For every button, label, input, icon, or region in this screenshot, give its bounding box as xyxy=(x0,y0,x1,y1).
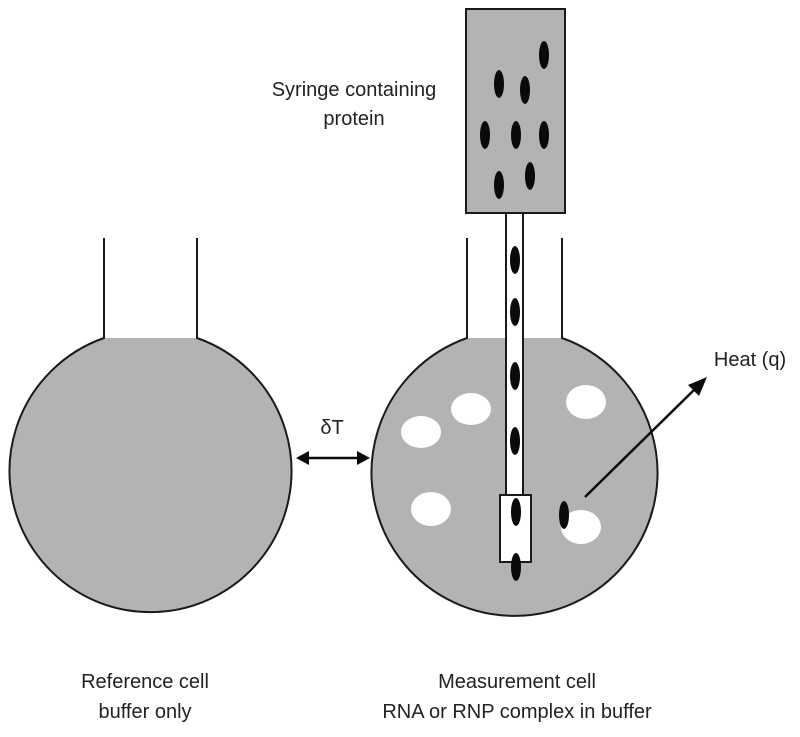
heat-label: Heat (q) xyxy=(714,349,786,371)
protein-molecule xyxy=(510,298,520,326)
bubble xyxy=(401,416,441,448)
syringe xyxy=(465,8,566,581)
protein-molecule xyxy=(525,162,535,190)
delta-t-label: δT xyxy=(320,417,343,439)
protein-molecule xyxy=(510,427,520,455)
bubble xyxy=(566,385,606,419)
bubble xyxy=(561,510,601,544)
syringe-label-line1: Syringe containing xyxy=(272,79,437,101)
protein-molecule xyxy=(510,246,520,274)
protein-molecule xyxy=(511,121,521,149)
reference-cell-label-line2: buffer only xyxy=(98,701,191,723)
delta-t-arrow xyxy=(296,451,370,465)
protein-molecule xyxy=(494,70,504,98)
bound-protein-molecule xyxy=(559,501,569,529)
bubble xyxy=(411,492,451,526)
protein-molecule xyxy=(539,121,549,149)
reference-cell xyxy=(8,238,293,614)
protein-molecule xyxy=(511,553,521,581)
bubble xyxy=(451,393,491,425)
syringe-label-line2: protein xyxy=(323,108,384,130)
measurement-cell-label-line2: RNA or RNP complex in buffer xyxy=(382,701,652,723)
heat-arrow xyxy=(584,377,707,498)
measurement-cell-label-line1: Measurement cell xyxy=(438,671,596,693)
reference-cell-label-line1: Reference cell xyxy=(81,671,209,693)
protein-molecule xyxy=(480,121,490,149)
protein-molecule xyxy=(511,498,521,526)
protein-molecule xyxy=(494,171,504,199)
reference-cell-outline xyxy=(8,238,293,614)
syringe-barrel xyxy=(465,8,566,214)
protein-molecule xyxy=(510,362,520,390)
protein-molecule xyxy=(520,76,530,104)
protein-molecule xyxy=(539,41,549,69)
reference-cell-body xyxy=(9,338,292,613)
measurement-cell-outline xyxy=(370,238,659,617)
